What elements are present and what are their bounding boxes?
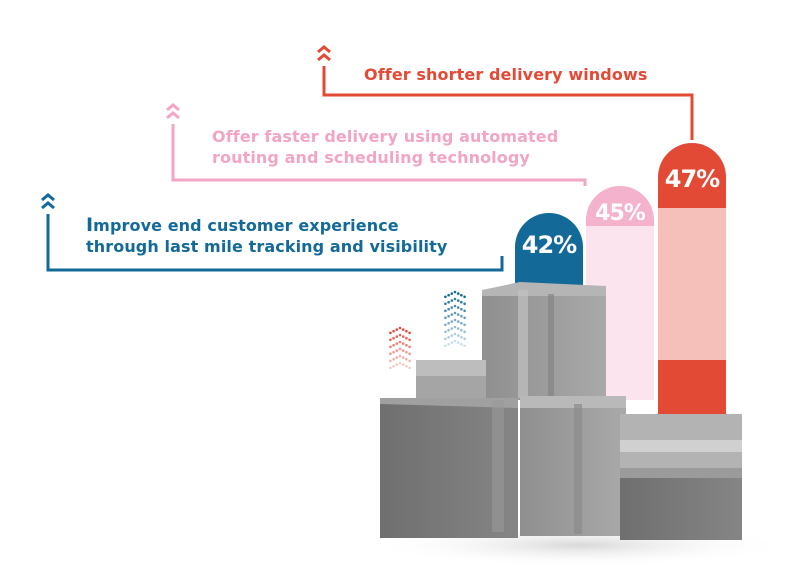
bar-base-3 xyxy=(658,360,726,420)
double-chevron-up-icon xyxy=(41,193,55,210)
cardboard-boxes-illustration xyxy=(370,282,790,567)
value-label-2: 45% xyxy=(595,201,646,226)
category-label-3-line-1: Offer shorter delivery windows xyxy=(364,65,648,84)
connector-line-1 xyxy=(46,214,504,272)
category-label-1-initial: I xyxy=(86,214,94,236)
connector-line-3 xyxy=(322,66,694,140)
category-label-1: Improve end customer experience through … xyxy=(86,215,447,257)
connector-line-2 xyxy=(171,124,587,186)
value-label-1: 42% xyxy=(522,231,577,259)
bar-head-2 xyxy=(586,186,654,226)
category-label-1-line-1: Improve end customer experience xyxy=(86,215,447,236)
decorative-chevron-stack-1 xyxy=(389,326,411,370)
double-chevron-up-icon xyxy=(166,103,180,120)
category-label-1-line-2: through last mile tracking and visibilit… xyxy=(86,237,448,256)
category-label-2-line-1: Offer faster delivery using automated xyxy=(212,127,559,146)
bar-1: 42% xyxy=(515,213,583,292)
category-label-3: Offer shorter delivery windows xyxy=(364,64,647,85)
decorative-chevrons xyxy=(389,290,466,370)
category-label-1-rest: mprove end customer experience xyxy=(93,216,399,235)
double-chevron-up-icon xyxy=(317,45,331,62)
category-label-2-line-2: routing and scheduling technology xyxy=(212,148,530,167)
connector-lines xyxy=(41,45,694,272)
decorative-chevron-stack-2 xyxy=(444,290,466,348)
bar-3: 47% xyxy=(658,143,726,420)
bar-head-1 xyxy=(515,213,583,285)
bar-head-3 xyxy=(658,143,726,208)
category-label-2: Offer faster delivery using automated ro… xyxy=(212,126,558,168)
value-label-3: 47% xyxy=(665,165,720,193)
